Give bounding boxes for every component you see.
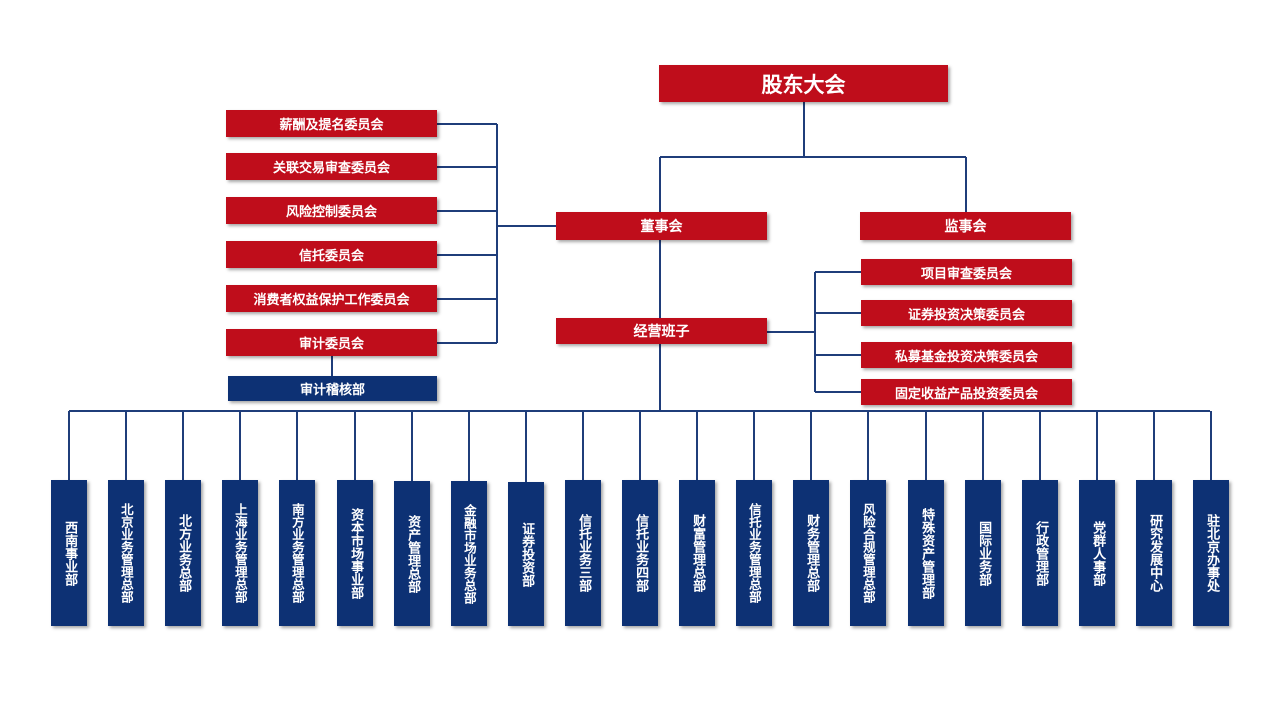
department-box: 行政管理部 [1022,480,1058,626]
department-box: 风险合规管理总部 [850,480,886,626]
shareholders-box: 股东大会 [659,65,948,102]
department-box: 信托业务三部 [565,480,601,626]
committee-project-review: 项目审查委员会 [861,259,1072,285]
board-box: 董事会 [556,212,767,240]
department-box: 上海业务管理总部 [222,480,258,626]
committee-fixed-income: 固定收益产品投资委员会 [861,379,1072,405]
committee-trust: 信托委员会 [226,241,437,268]
management-box: 经营班子 [556,318,767,344]
department-box: 信托业务四部 [622,480,658,626]
department-box: 财富管理总部 [679,480,715,626]
supervisors-box: 监事会 [860,212,1071,240]
department-box: 北京业务管理总部 [108,480,144,626]
committee-private-fund: 私募基金投资决策委员会 [861,342,1072,368]
audit-department: 审计稽核部 [228,376,437,401]
committee-related-transactions: 关联交易审查委员会 [226,153,437,180]
department-box: 信托业务管理总部 [736,480,772,626]
committee-compensation: 薪酬及提名委员会 [226,110,437,137]
department-box: 党群人事部 [1079,480,1115,626]
department-box: 南方业务管理总部 [279,480,315,626]
department-box: 资本市场事业部 [337,480,373,626]
department-box: 财务管理总部 [793,480,829,626]
department-box: 研究发展中心 [1136,480,1172,626]
committee-securities-investment: 证券投资决策委员会 [861,300,1072,326]
department-box: 特殊资产管理部 [908,480,944,626]
department-box: 国际业务部 [965,480,1001,626]
committee-consumer-protection: 消费者权益保护工作委员会 [226,285,437,312]
department-box: 西南事业部 [51,480,87,626]
department-box: 资产管理总部 [394,481,430,626]
department-box: 金融市场业务总部 [451,481,487,626]
committee-risk-control: 风险控制委员会 [226,197,437,224]
department-box: 证券投资部 [508,482,544,626]
department-box: 驻北京办事处 [1193,480,1229,626]
department-box: 北方业务总部 [165,480,201,626]
committee-audit: 审计委员会 [226,329,437,356]
